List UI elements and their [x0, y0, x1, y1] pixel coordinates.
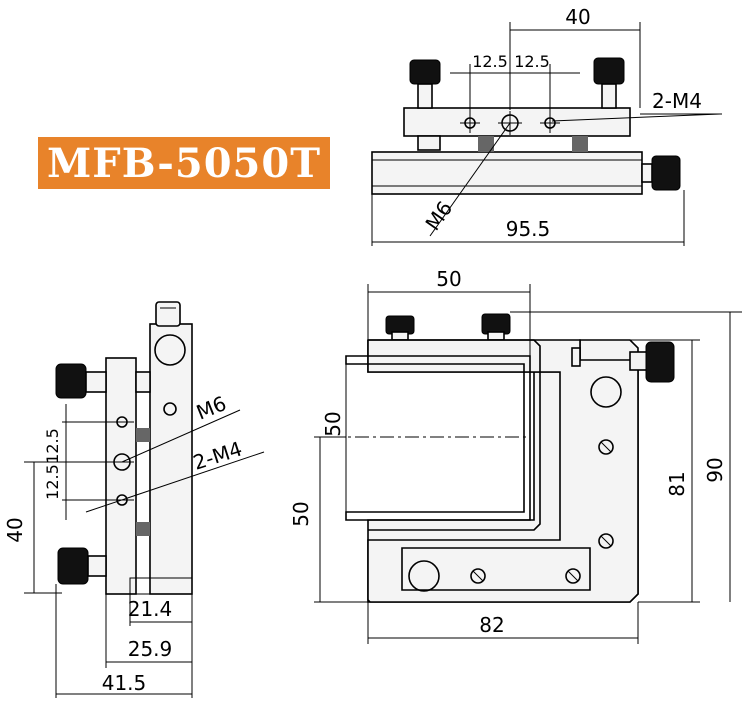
- front-adjust-upper: [590, 376, 622, 408]
- dim-41-5: 41.5: [102, 671, 147, 695]
- side-small-hole: [163, 402, 177, 416]
- dim-12-5-left: 12.5: [472, 52, 508, 71]
- side-top-knob: [155, 301, 181, 327]
- front-knob-right: [481, 313, 511, 341]
- label-m6-top: M6: [420, 197, 457, 235]
- dim-side-12-5-lower: 12.5: [43, 464, 62, 500]
- top-right-knob: [593, 57, 625, 109]
- top-side-knob: [641, 155, 681, 191]
- side-upper-knob: [55, 363, 107, 399]
- threaded-studs: [478, 136, 588, 152]
- dim-95-5: 95.5: [506, 217, 551, 241]
- dim-12-5-right: 12.5: [514, 52, 550, 71]
- label-2-m4-top: 2-M4: [652, 89, 702, 113]
- side-adjust-screw: [154, 334, 186, 366]
- front-screw-a: [470, 568, 486, 584]
- side-lower-knob: [57, 547, 107, 585]
- dim-21-4: 21.4: [128, 597, 173, 621]
- dim-front-50-aperture: 50: [321, 411, 345, 436]
- front-view: 50 50 50 81 90 82: [289, 267, 742, 644]
- side-carrier-plate: [105, 357, 137, 595]
- top-plate: [403, 107, 631, 137]
- dim-side-40: 40: [3, 517, 27, 542]
- front-side-knob: [629, 341, 675, 383]
- front-hole-lower: [598, 533, 614, 549]
- dim-front-82: 82: [479, 613, 504, 637]
- side-view: 12.5 12.5 M6 2-M4 40 21.4 25.9 41.5: [3, 301, 265, 698]
- dim-front-50-top: 50: [436, 267, 461, 291]
- label-m6-side: M6: [193, 391, 230, 424]
- dim-side-12-5-upper: 12.5: [43, 428, 62, 464]
- top-screw: [417, 135, 441, 151]
- model-badge: MFB-5050T: [38, 137, 330, 189]
- side-main-plate: [149, 323, 193, 595]
- front-hole-upper: [598, 439, 614, 455]
- model-label: MFB-5050T: [47, 139, 321, 187]
- front-aperture: [345, 355, 531, 521]
- dim-25-9: 25.9: [128, 637, 173, 661]
- front-knob-left: [385, 315, 415, 341]
- dim-front-90: 90: [703, 457, 727, 482]
- front-adjust-lower: [408, 560, 440, 592]
- dim-front-50-left: 50: [289, 501, 313, 526]
- top-body: [371, 151, 643, 195]
- top-left-knob: [409, 59, 441, 109]
- top-view: 40 12.5 12.5 2-M4 M6 95.5: [371, 5, 722, 246]
- label-2-m4-side: 2-M4: [190, 437, 245, 475]
- dim-front-81: 81: [665, 471, 689, 496]
- dim-40: 40: [565, 5, 590, 29]
- front-screw-b: [565, 568, 581, 584]
